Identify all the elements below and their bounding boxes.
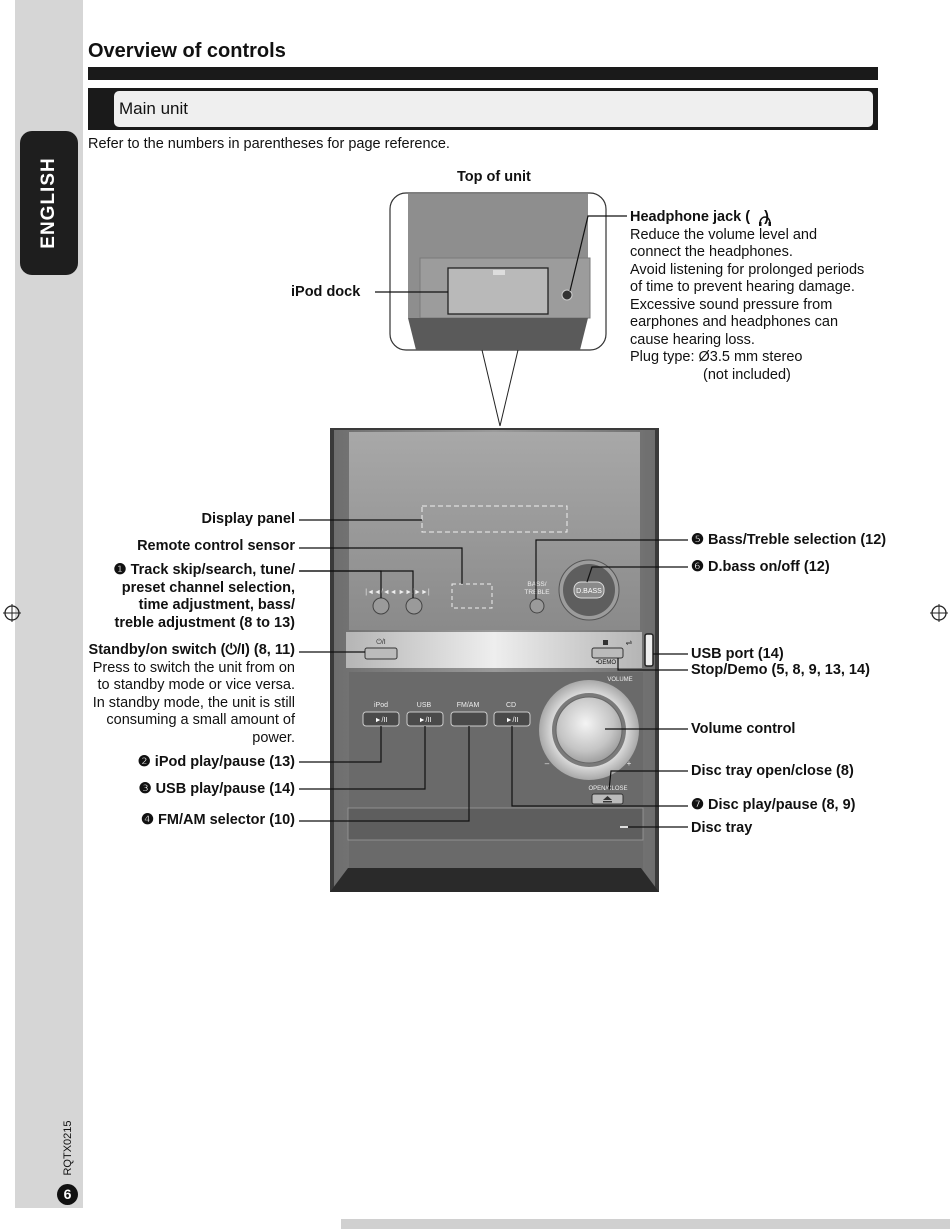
play-buttons-row: iPod USB FM/AM CD ►/II ►/II ►/II	[362, 702, 531, 727]
bass-treble-label: ❺ Bass/Treble selection (12)	[691, 532, 887, 548]
fmam-text: FM/AM	[457, 702, 480, 709]
headphone-jack-title-end: )	[764, 209, 769, 225]
volume-text: VOLUME	[607, 677, 632, 683]
track-skip-line: ❶ Track skip/search, tune/	[113, 562, 295, 578]
bass-treble-text: BASS/	[527, 581, 546, 588]
standby-desc-line: consuming a small amount of	[106, 712, 295, 728]
page-title: Overview of controls	[88, 40, 286, 62]
remote-sensor-label: Remote control sensor	[137, 538, 295, 554]
cd-text: CD	[506, 702, 516, 709]
main-unit-body	[330, 428, 659, 892]
usb-play-label: ❸ USB play/pause (14)	[138, 781, 295, 797]
title-rule	[88, 67, 878, 80]
dbass-text: D.BASS	[576, 588, 602, 595]
registration-mark-left	[3, 604, 21, 622]
page-number: 6	[57, 1184, 78, 1205]
section-title: Main unit	[119, 99, 188, 118]
standby-title: Standby/on switch (⏻/I) (8, 11)	[88, 642, 295, 658]
stop-demo-button: •DEMO	[591, 640, 624, 666]
intro-text: Refer to the numbers in parentheses for …	[88, 136, 450, 152]
headphone-line: cause hearing loss.	[630, 331, 755, 348]
headphone-line: Plug type: Ø3.5 mm stereo	[630, 349, 803, 365]
cd-play-symbol: ►/II	[506, 717, 519, 724]
bottom-bar	[341, 1219, 950, 1229]
standby-label: Standby/on switch (⏻/I) (8, 11) Press to…	[89, 642, 295, 747]
volume-control-label: Volume control	[691, 721, 796, 737]
headphone-line: connect the headphones.	[630, 244, 793, 260]
stop-demo-label: Stop/Demo (5, 8, 9, 13, 14)	[691, 662, 870, 678]
standby-symbol-text: ⏻/I	[376, 638, 385, 646]
disc-play-label: ❼ Disc play/pause (8, 9)	[691, 797, 856, 813]
open-close-text: OPEN/CLOSE	[588, 786, 627, 792]
headphone-jack-title: Headphone jack (	[630, 209, 751, 225]
headphone-jack-icon	[759, 216, 771, 226]
ipod-text: iPod	[374, 702, 388, 709]
standby-desc-line: power.	[252, 729, 295, 746]
headphone-jack-block: Headphone jack () Reduce the volume leve…	[630, 209, 864, 384]
standby-desc-line: In standby mode, the unit is still	[92, 694, 295, 711]
usb-text: USB	[417, 702, 432, 709]
demo-text: •DEMO	[596, 660, 616, 666]
track-skip-line: treble adjustment (8 to 13)	[114, 614, 295, 631]
usb-play-symbol: ►/II	[419, 717, 432, 724]
disc-tray-open-label: Disc tray open/close (8)	[691, 763, 854, 779]
dbass-button: D.BASS	[558, 559, 620, 621]
volume-minus-text: –	[545, 759, 550, 768]
standby-desc-line: Press to switch the unit from on	[92, 659, 295, 676]
headphone-line: Excessive sound pressure from	[630, 296, 833, 313]
standby-switch: ⏻/I	[364, 638, 398, 660]
headphone-line: (not included)	[703, 366, 791, 383]
bass-treble-button: BASS/ TREBLE	[524, 581, 550, 614]
registration-mark-right	[930, 604, 948, 622]
dbass-label: ❻ D.bass on/off (12)	[691, 559, 830, 575]
disc-tray-label: Disc tray	[691, 820, 753, 836]
volume-plus-text: +	[627, 759, 632, 768]
volume-knob: VOLUME – +	[539, 677, 639, 780]
ipod-play-symbol: ►/II	[375, 717, 388, 724]
fm-am-label: ❹ FM/AM selector (10)	[141, 812, 295, 828]
section-header: Main unit	[88, 88, 878, 130]
headphone-line: Avoid listening for prolonged periods	[630, 261, 865, 278]
top-of-unit-label: Top of unit	[457, 169, 531, 185]
usb-port-label: USB port (14)	[691, 646, 784, 662]
track-skip-line: time adjustment, bass/	[138, 597, 295, 613]
top-of-unit-view	[389, 192, 607, 427]
track-skip-line: preset channel selection,	[121, 579, 295, 596]
bass-treble-text-2: TREBLE	[524, 589, 550, 596]
track-skip-label: ❶ Track skip/search, tune/ preset channe…	[114, 562, 295, 632]
headphone-line: Reduce the volume level and	[630, 226, 818, 243]
leader-lines	[299, 215, 688, 828]
open-close-button: OPEN/CLOSE	[588, 786, 628, 805]
display-panel-label: Display panel	[201, 511, 295, 527]
headphone-line: of time to prevent hearing damage.	[630, 279, 855, 295]
ipod-dock-label: iPod dock	[291, 284, 361, 300]
standby-desc-line: to standby mode or vice versa.	[97, 677, 295, 693]
svg-text:⇌: ⇌	[626, 638, 633, 647]
usb-port: ⇌	[626, 633, 654, 667]
ipod-play-label: ❷ iPod play/pause (13)	[137, 754, 295, 770]
svg-text:►►/►►|: ►►/►►|	[398, 589, 430, 596]
language-tab: ENGLISH	[20, 131, 78, 275]
headphone-line: earphones and headphones can	[630, 314, 839, 330]
